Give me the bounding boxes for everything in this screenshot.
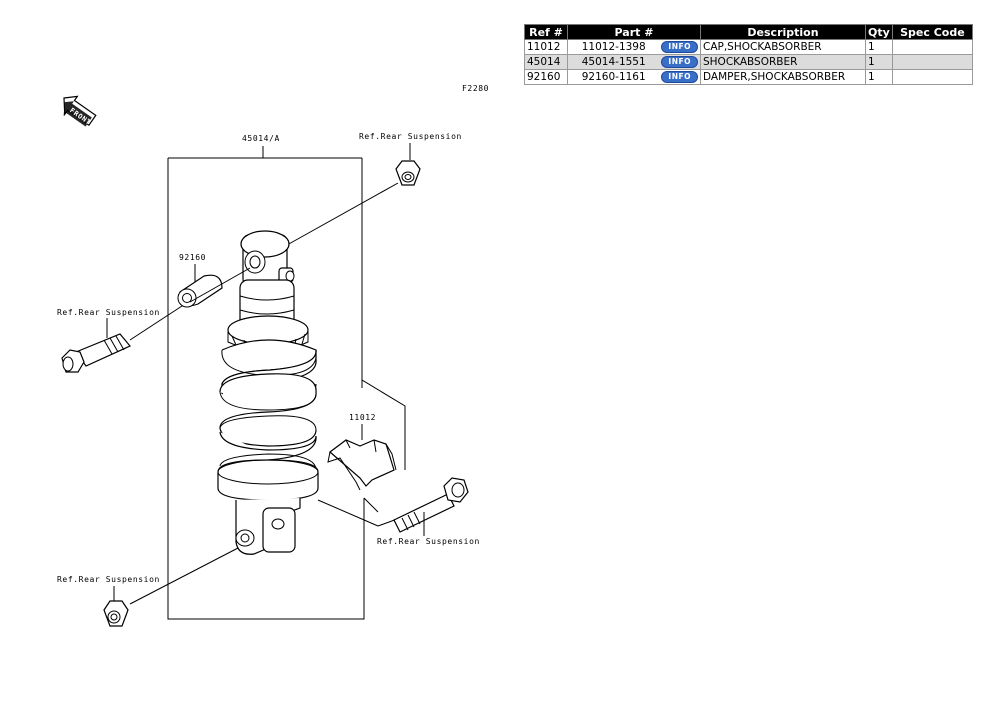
nut-top-right	[395, 160, 421, 186]
cell-spec-code	[891, 69, 974, 85]
info-button[interactable]: INFO	[661, 71, 698, 83]
parts-table: Ref # Part # Description Qty Spec Code 1…	[524, 24, 974, 85]
ref-label-top-right: Ref.Rear Suspension	[359, 132, 462, 141]
cell-description: DAMPER,SHOCKABSORBER	[700, 69, 866, 85]
assembly-label: 45014/A	[242, 134, 280, 143]
header-description: Description	[700, 24, 866, 40]
cell-part-number[interactable]: 11012-1398	[581, 41, 646, 53]
table-header-row: Ref # Part # Description Qty Spec Code	[524, 24, 974, 40]
diagram-code: F2280	[462, 84, 489, 93]
parts-diagram: F2280 FRONT 45014/A Ref.Rear Suspension	[57, 84, 489, 627]
front-arrow-icon: FRONT	[63, 95, 97, 127]
nut-bottom-left	[103, 600, 129, 627]
header-ref: Ref #	[524, 24, 568, 40]
cell-ref: 45014	[524, 54, 568, 70]
shock-cap	[327, 439, 397, 491]
header-qty: Qty	[865, 24, 893, 40]
cell-part-number[interactable]: 92160-1161	[581, 71, 646, 83]
table-row: 45014 45014-1551 INFO SHOCKABSORBER 1	[524, 54, 974, 70]
cell-qty: 1	[865, 54, 893, 70]
cell-qty: 1	[865, 69, 893, 85]
cell-description: SHOCKABSORBER	[700, 54, 866, 70]
cell-ref: 11012	[524, 39, 568, 55]
ref-label-right-bolt: Ref.Rear Suspension	[377, 537, 480, 546]
bolt-right	[393, 477, 469, 533]
ref-label-left-bolt: Ref.Rear Suspension	[57, 308, 160, 317]
callout-92160: 92160	[179, 253, 206, 262]
header-spec-code: Spec Code	[891, 24, 974, 40]
header-part: Part #	[567, 24, 701, 40]
info-button[interactable]: INFO	[661, 56, 698, 68]
cell-part-number[interactable]: 45014-1551	[581, 56, 646, 68]
table-row: 92160 92160-1161 INFO DAMPER,SHOCKABSORBE…	[524, 69, 974, 85]
cell-spec-code	[891, 39, 974, 55]
table-row: 11012 11012-1398 INFO CAP,SHOCKABSORBER 1	[524, 39, 974, 55]
damper-bushing	[177, 274, 223, 308]
bolt-left	[61, 333, 131, 373]
cell-spec-code	[891, 54, 974, 70]
shock-absorber-body	[217, 230, 319, 555]
info-button[interactable]: INFO	[661, 41, 698, 53]
cell-description: CAP,SHOCKABSORBER	[700, 39, 866, 55]
callout-11012: 11012	[349, 413, 376, 422]
cell-qty: 1	[865, 39, 893, 55]
ref-label-bottom-left: Ref.Rear Suspension	[57, 575, 160, 584]
cell-ref: 92160	[524, 69, 568, 85]
